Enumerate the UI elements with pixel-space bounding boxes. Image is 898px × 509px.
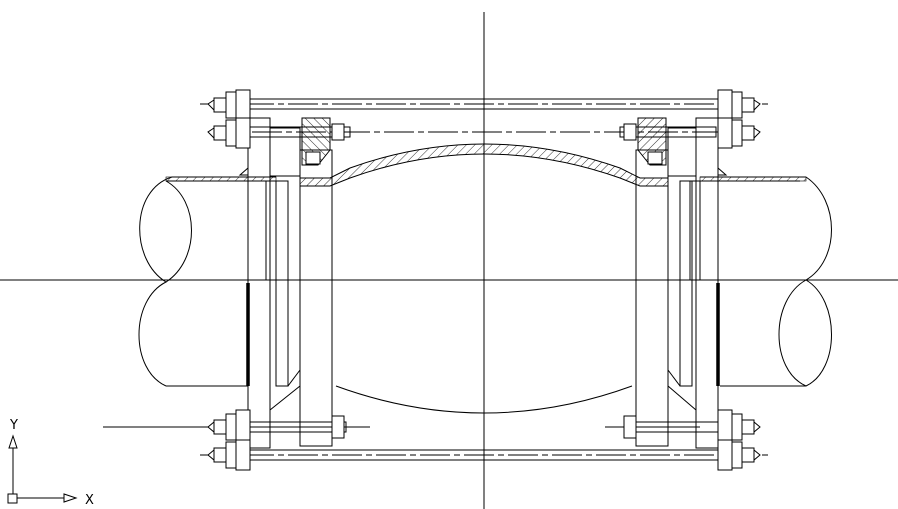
pipe-right — [699, 176, 832, 387]
ucs-icon: Y X — [7, 418, 94, 508]
ucs-x-label: X — [85, 493, 94, 508]
nuts-left — [207, 89, 345, 471]
tie-rod-bottom — [200, 449, 770, 461]
crosshair — [0, 12, 898, 509]
ucs-y-label: Y — [9, 418, 18, 433]
nuts-right — [623, 89, 761, 471]
ucs-x-arrow-icon — [63, 493, 78, 503]
tie-rod-top — [200, 98, 770, 110]
flange-right — [635, 117, 728, 449]
ucs-origin-box — [7, 493, 18, 504]
flange-left — [238, 117, 333, 449]
pipe-left — [138, 176, 277, 387]
ucs-y-arrow-icon — [8, 434, 18, 449]
